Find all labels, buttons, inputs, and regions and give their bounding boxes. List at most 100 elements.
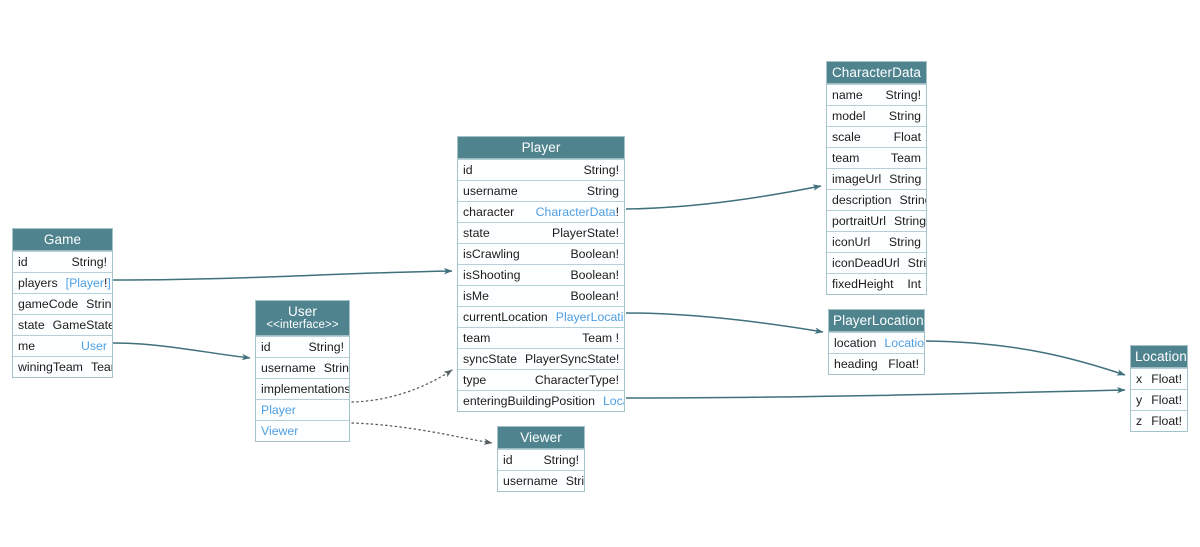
field-row[interactable]: implementations	[256, 378, 349, 399]
entity-playerlocation[interactable]: PlayerLocation locationLocation!headingFl…	[828, 309, 925, 375]
field-name: type	[463, 373, 487, 387]
entity-header-characterdata: CharacterData	[827, 62, 926, 84]
field-name: y	[1136, 393, 1143, 407]
field-row[interactable]: model String	[827, 105, 926, 126]
field-type: Int	[907, 277, 921, 291]
field-type: String	[888, 109, 921, 123]
field-type: String	[907, 256, 926, 270]
field-row[interactable]: iconDeadUrl String	[827, 252, 926, 273]
entity-header-location: Location	[1131, 346, 1187, 368]
field-type: Float!	[1151, 372, 1182, 386]
field-name: me	[18, 339, 36, 353]
field-type: Float	[893, 130, 921, 144]
field-row[interactable]: x Float!	[1131, 368, 1187, 389]
field-name: Viewer	[261, 424, 299, 438]
field-row[interactable]: team Team !	[458, 327, 624, 348]
field-name: x	[1136, 372, 1143, 386]
field-name: winingTeam	[18, 360, 83, 374]
field-type: String	[586, 184, 619, 198]
field-row[interactable]: players[Player!]	[13, 272, 112, 293]
field-name: state	[463, 226, 490, 240]
field-name: enteringBuildingPosition	[463, 394, 595, 408]
field-name: players	[18, 276, 58, 290]
entity-title: Game	[43, 232, 82, 247]
field-name: description	[832, 193, 892, 207]
field-name: isMe	[463, 289, 489, 303]
field-type: Team !	[582, 331, 619, 345]
field-row[interactable]: scale Float	[827, 126, 926, 147]
field-row[interactable]: Viewer	[256, 420, 349, 441]
field-name: Player	[261, 403, 296, 417]
field-name: iconDeadUrl	[832, 256, 900, 270]
edge-game-players-to-player	[112, 267, 453, 281]
field-type: String	[889, 172, 922, 186]
edge-game-me-to-user	[112, 342, 251, 361]
field-name: portraitUrl	[832, 214, 886, 228]
field-name: model	[832, 109, 866, 123]
field-type: String!	[885, 88, 921, 102]
field-row[interactable]: enteringBuildingPositionLocation	[458, 390, 624, 411]
field-name: team	[463, 331, 491, 345]
field-name: isShooting	[463, 268, 521, 282]
field-row[interactable]: state GameState!	[13, 314, 112, 335]
field-row[interactable]: state PlayerState!	[458, 222, 624, 243]
field-name: implementations	[261, 382, 349, 396]
edge-user-implements-viewer	[351, 422, 493, 445]
field-type: GameState!	[52, 318, 112, 332]
field-row[interactable]: Player	[256, 399, 349, 420]
edge-player-currentlocation-to-playerlocation	[625, 312, 824, 334]
field-type: Team	[90, 360, 112, 374]
field-row[interactable]: locationLocation!	[829, 332, 924, 353]
field-type: String	[888, 235, 921, 249]
entity-header-user: User<<interface>>	[256, 301, 349, 336]
field-name: state	[18, 318, 45, 332]
field-row[interactable]: winingTeam Team	[13, 356, 112, 377]
entity-header-player: Player	[458, 137, 624, 159]
entity-title: Player	[521, 140, 561, 155]
field-row[interactable]: name String!	[827, 84, 926, 105]
field-row[interactable]: descriptionString	[827, 189, 926, 210]
field-name: id	[18, 255, 28, 269]
field-type: String	[323, 361, 349, 375]
field-name: id	[503, 453, 513, 467]
field-name: syncState	[463, 352, 517, 366]
entity-header-viewer: Viewer	[498, 427, 584, 449]
field-type: PlayerState!	[552, 226, 619, 240]
entity-title: User	[288, 304, 317, 319]
entity-user[interactable]: User<<interface>>idString!usernameString…	[255, 300, 350, 442]
field-row[interactable]: currentLocationPlayerLocation!	[458, 306, 624, 327]
entity-title: PlayerLocation	[833, 313, 924, 328]
field-type: String	[893, 214, 926, 228]
field-name: scale	[832, 130, 861, 144]
field-row[interactable]: gameCodeString!	[13, 293, 112, 314]
field-type: String	[565, 474, 584, 488]
field-row[interactable]: portraitUrl String	[827, 210, 926, 231]
field-name: name	[832, 88, 863, 102]
